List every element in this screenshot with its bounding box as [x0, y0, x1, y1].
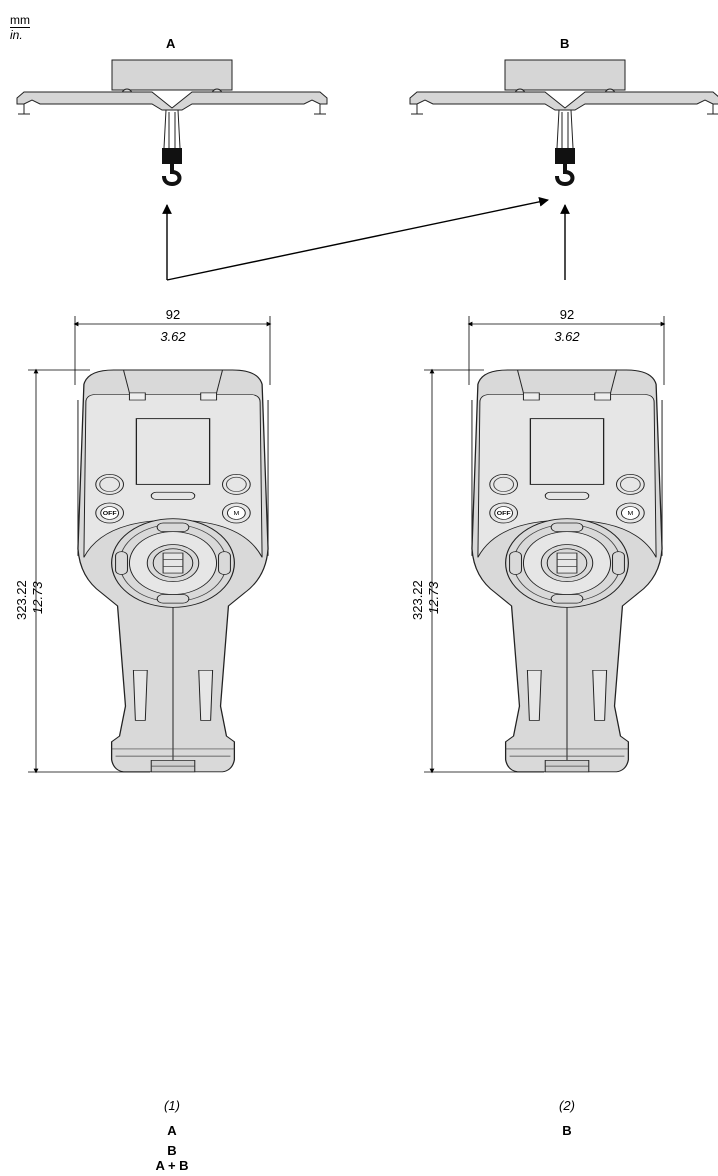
pendant-device-1: [77, 369, 269, 773]
units-legend: mm in.: [10, 14, 30, 42]
device2-width-in: 3.62: [554, 329, 580, 344]
width-dimension-2: [467, 316, 666, 385]
height-dimension-2: [424, 368, 544, 774]
device1-mode-a: A: [167, 1123, 177, 1138]
device2-height-in: 12.73: [426, 581, 441, 614]
device1-width-mm: 92: [165, 307, 181, 322]
arrow-device1-to-rail-b: [166, 197, 549, 281]
rail-a-label: A: [166, 36, 176, 51]
device1-width-in: 3.62: [160, 329, 186, 344]
device2-height-mm: 323.22: [410, 580, 425, 620]
device1-caption: (1): [164, 1098, 180, 1113]
width-dimension-1: [73, 316, 272, 385]
device1-mode-b: B: [167, 1143, 177, 1158]
device2-width-mm: 92: [559, 307, 575, 322]
device1-mode-a-plus-b: A + B: [155, 1158, 189, 1173]
units-in-label: in.: [10, 27, 30, 42]
device2-caption: (2): [559, 1098, 575, 1113]
device2-mode-b: B: [562, 1123, 572, 1138]
suspension-rail-b: [408, 58, 718, 186]
units-mm-label: mm: [10, 13, 30, 27]
height-dimension-1: [28, 368, 150, 774]
suspension-rail-a: [15, 58, 329, 186]
pendant-device-2: [471, 369, 663, 773]
device1-height-mm: 323.22: [14, 580, 29, 620]
device1-height-in: 12.73: [30, 581, 45, 614]
rail-b-label: B: [560, 36, 570, 51]
